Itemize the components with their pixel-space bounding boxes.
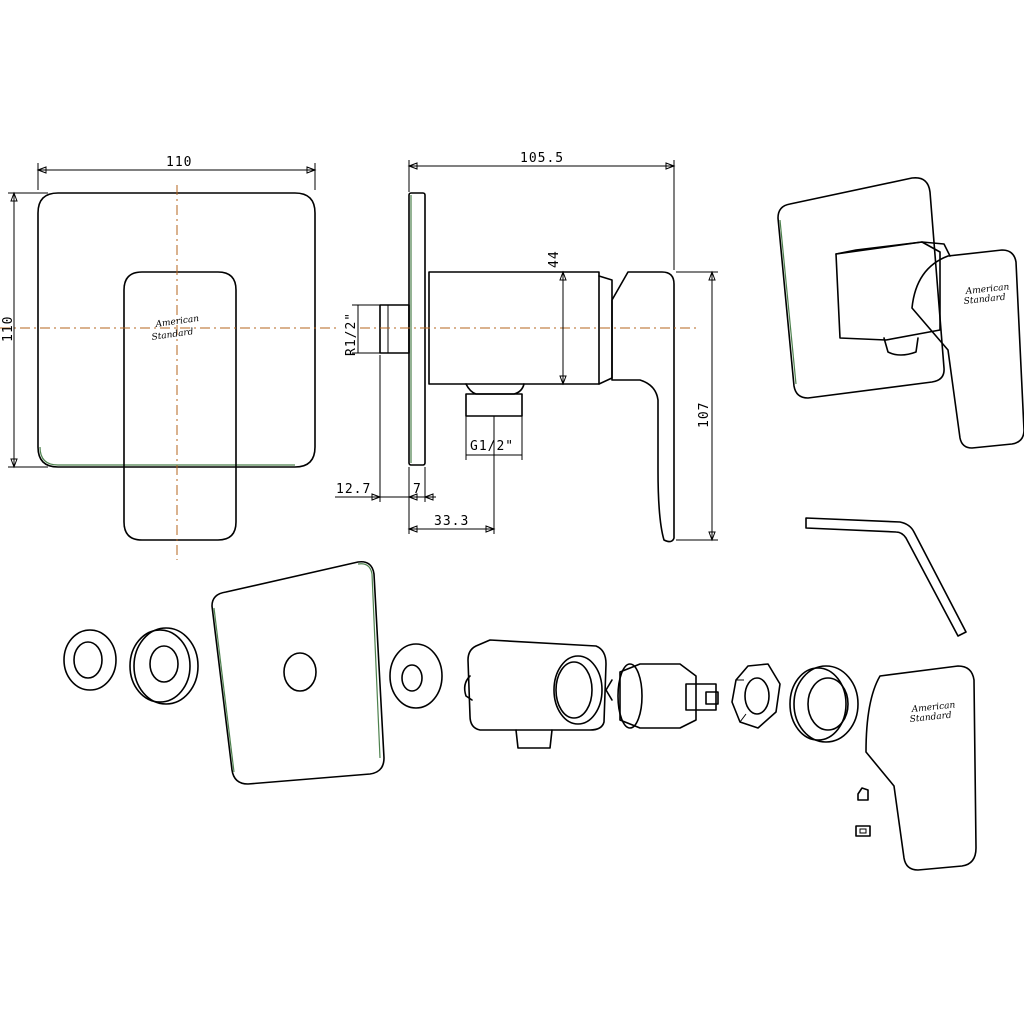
dim-body-height-label: 44 xyxy=(547,250,562,268)
outlet-elbow xyxy=(465,383,525,395)
part-washer xyxy=(389,643,443,709)
exploded-brand-line-1: American xyxy=(910,700,956,715)
side-view: 105.5 44 R1/2" G1/2" xyxy=(335,151,718,543)
dim-offset-b-label: 7 xyxy=(413,482,422,497)
part-handle: American Standard xyxy=(865,665,977,871)
dim-front-width-label: 110 xyxy=(166,155,192,170)
dim-total-height-label: 107 xyxy=(697,402,712,428)
dim-outlet-thread-label: G1/2" xyxy=(470,439,514,454)
dim-inlet-thread: R1/2" xyxy=(344,304,380,356)
part-sleeve xyxy=(789,665,859,743)
dim-front-width: 110 xyxy=(36,155,317,190)
dim-outlet-thread: G1/2" xyxy=(465,416,523,460)
part-ring-small xyxy=(63,629,117,691)
part-ring-thick xyxy=(129,627,199,705)
perspective-cover-plate xyxy=(777,176,945,399)
outlet-nipple xyxy=(465,393,523,417)
perspective-brand-line-1: American xyxy=(964,282,1010,297)
part-valve-body xyxy=(463,639,607,749)
front-view: American Standard 110 110 xyxy=(0,155,340,560)
dim-offset-c-label: 33.3 xyxy=(434,514,469,529)
inlet-nipple xyxy=(379,304,410,354)
dim-front-height-label: 110 xyxy=(1,316,16,342)
part-hex-nut xyxy=(731,663,781,729)
front-handle xyxy=(123,271,237,541)
dim-front-height: 110 xyxy=(1,191,48,469)
dim-total-height: 107 xyxy=(676,270,718,542)
exploded-brand-line-2: Standard xyxy=(909,711,952,725)
dim-body-height: 44 xyxy=(547,250,567,386)
exploded-view: American Standard xyxy=(63,560,977,871)
part-cartridge xyxy=(605,663,719,729)
perspective-brand-line-2: Standard xyxy=(963,293,1006,307)
hex-key xyxy=(805,517,967,637)
dim-offset-a-label: 12.7 xyxy=(336,482,371,497)
dim-side-depth: 105.5 xyxy=(407,151,676,270)
dim-offset-c: 33.3 xyxy=(407,416,496,534)
perspective-handle xyxy=(911,249,1024,449)
front-cover-plate xyxy=(37,192,316,468)
side-handle xyxy=(611,271,675,543)
perspective-brand-logo: American Standard xyxy=(963,282,1010,307)
part-cover-plate xyxy=(211,560,385,785)
dim-side-depth-label: 105.5 xyxy=(520,151,564,166)
perspective-view: American Standard xyxy=(777,176,1024,449)
dim-inlet-thread-label: R1/2" xyxy=(344,312,359,356)
part-set-screw xyxy=(855,787,871,837)
perspective-valve-body xyxy=(835,241,941,341)
dim-offsets: 12.7 7 xyxy=(335,355,436,534)
